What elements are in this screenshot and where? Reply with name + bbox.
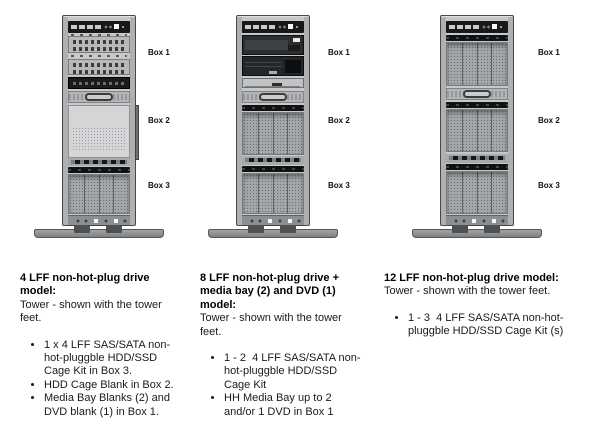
box-label-t1-box2: Box 2 bbox=[148, 116, 170, 125]
cage-rail-box3 bbox=[242, 166, 304, 172]
box-label-t3-box1: Box 1 bbox=[538, 48, 560, 57]
side-panel-edge bbox=[135, 105, 139, 160]
cage-rail-box1 bbox=[446, 35, 508, 41]
cage-rail-box3 bbox=[68, 167, 130, 173]
description-column-8lff: 8 LFF non-hot-plug drive + media bay (2)… bbox=[200, 272, 363, 419]
bullet-item: HH Media Bay up to 2 and/or 1 DVD in Box… bbox=[224, 392, 363, 419]
bullet-list: 1 x 4 LFF SAS/SATA non-hot-pluggble HDD/… bbox=[20, 339, 178, 419]
drive-cage-box2 bbox=[242, 112, 304, 155]
cage-rail-box3 bbox=[446, 164, 508, 170]
column-subheading: Tower - shown with the tower feet. bbox=[384, 285, 551, 298]
description-column-12lff: 12 LFF non-hot-plug drive model: Tower -… bbox=[384, 272, 594, 339]
column-heading: 12 LFF non-hot-plug drive model: bbox=[384, 272, 559, 284]
box-label-t2-box3: Box 3 bbox=[328, 181, 350, 190]
dvd-drive bbox=[242, 78, 304, 88]
bullet-list: 1 - 3 4 LFF SAS/SATA non-hot-pluggble HD… bbox=[384, 312, 594, 339]
box-label-t2-box2: Box 2 bbox=[328, 116, 350, 125]
box-label-t3-box3: Box 3 bbox=[538, 181, 560, 190]
screw-row bbox=[68, 34, 130, 36]
column-heading: 4 LFF non-hot-plug drive model: bbox=[20, 272, 150, 298]
cage-rail-box2 bbox=[242, 105, 304, 111]
drive-cage-box1 bbox=[446, 42, 508, 86]
column-subheading: Tower - shown with the tower feet. bbox=[200, 312, 342, 338]
column-heading: 8 LFF non-hot-plug drive + media bay (2)… bbox=[200, 272, 340, 311]
front-control-panel bbox=[446, 21, 508, 33]
bullet-item: HDD Cage Blank in Box 2. bbox=[44, 379, 178, 392]
drive-cage-box3 bbox=[446, 171, 508, 214]
vented-handle-panel bbox=[446, 88, 508, 100]
drive-cage-box3 bbox=[242, 173, 304, 214]
tower-figure-8lff-model bbox=[208, 15, 338, 240]
handle-grip bbox=[85, 93, 113, 101]
tower-chassis bbox=[236, 15, 310, 226]
tower-feet bbox=[34, 225, 164, 238]
power-strip bbox=[242, 215, 304, 225]
power-strip bbox=[446, 215, 508, 225]
vented-handle-panel bbox=[242, 91, 304, 103]
separator-rail bbox=[242, 156, 304, 165]
bullet-item: 1 - 2 4 LFF SAS/SATA non-hot-pluggble HD… bbox=[224, 352, 363, 392]
tower-chassis bbox=[440, 15, 514, 226]
description-column-4lff: 4 LFF non-hot-plug drive model: Tower - … bbox=[20, 272, 178, 419]
drive-cage-box2 bbox=[446, 109, 508, 152]
media-bay-blank-1 bbox=[68, 36, 130, 53]
column-subheading: Tower - shown with the tower feet. bbox=[20, 298, 162, 325]
bullet-item: Media Bay Blanks (2) and DVD blank (1) i… bbox=[44, 392, 178, 419]
box-label-t3-box2: Box 2 bbox=[538, 116, 560, 125]
separator-rail bbox=[68, 158, 130, 166]
handle-grip bbox=[259, 93, 287, 101]
front-control-panel bbox=[242, 21, 304, 33]
vented-handle-panel bbox=[68, 91, 130, 103]
box-label-t1-box3: Box 3 bbox=[148, 181, 170, 190]
bullet-item: 1 - 3 4 LFF SAS/SATA non-hot-pluggble HD… bbox=[408, 312, 594, 339]
tower-feet bbox=[412, 225, 542, 238]
box-label-t2-box1: Box 1 bbox=[328, 48, 350, 57]
bullet-item: 1 x 4 LFF SAS/SATA non-hot-pluggble HDD/… bbox=[44, 339, 178, 379]
media-bay-blank-2 bbox=[68, 59, 130, 75]
screw-row bbox=[68, 55, 130, 58]
media-bay-device-1 bbox=[242, 35, 304, 55]
separator-rail bbox=[446, 154, 508, 163]
media-bay-device-2 bbox=[242, 56, 304, 76]
drive-cage-box3 bbox=[68, 174, 130, 214]
box-label-t1-box1: Box 1 bbox=[148, 48, 170, 57]
tower-chassis bbox=[62, 15, 139, 226]
bullet-list: 1 - 2 4 LFF SAS/SATA non-hot-pluggble HD… bbox=[200, 352, 363, 419]
cage-rail-box2 bbox=[446, 102, 508, 108]
dvd-blank bbox=[68, 77, 130, 89]
power-strip bbox=[68, 215, 130, 225]
handle-grip bbox=[463, 90, 491, 98]
tower-feet bbox=[208, 225, 338, 238]
tower-figure-4lff-model bbox=[34, 15, 164, 240]
front-control-panel bbox=[68, 21, 130, 33]
tower-figure-12lff-model bbox=[412, 15, 542, 240]
hdd-cage-blank-box2 bbox=[68, 105, 130, 158]
